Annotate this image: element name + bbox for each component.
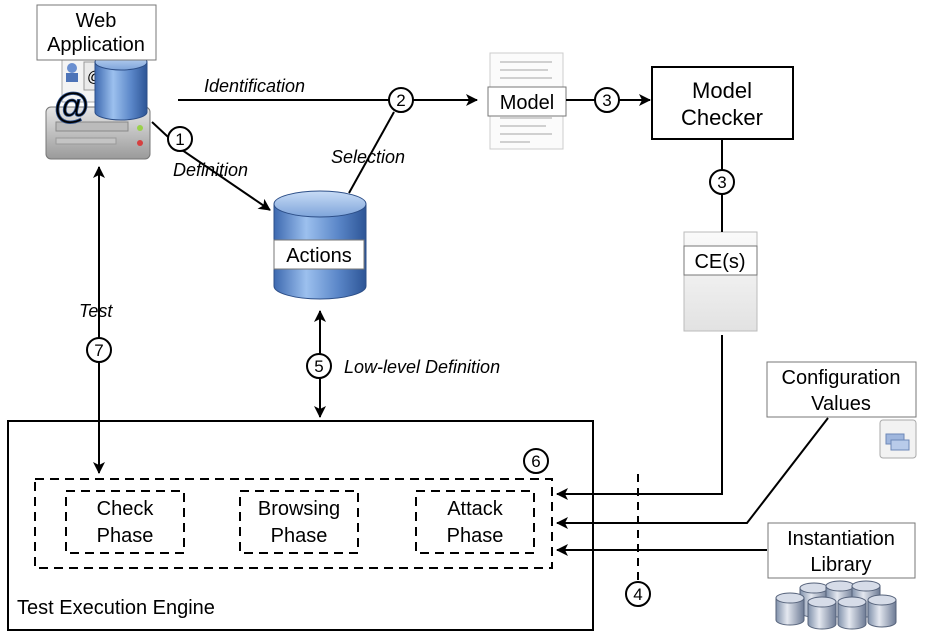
- browsing-phase-label-line2: Phase: [271, 525, 328, 547]
- model-node: Model: [487, 52, 567, 150]
- svg-text:3: 3: [717, 173, 726, 192]
- instantiation-library-label-line2: Library: [810, 554, 871, 576]
- svg-text:7: 7: [94, 341, 103, 360]
- instantiation-library-node: Instantiation Library: [767, 522, 916, 630]
- phases-group-box: [34, 478, 553, 569]
- server-icon: @ @: [45, 53, 151, 160]
- actions-label: Actions: [286, 245, 352, 267]
- model-checker-label-line1: Model: [692, 78, 752, 103]
- step-marker-1: 1: [167, 126, 193, 152]
- web-application-label-box: [36, 4, 157, 61]
- step-marker-2: 2: [388, 87, 414, 113]
- web-application-node: @ @ Web Application: [36, 4, 157, 160]
- model-checker-label-line2: Checker: [681, 105, 763, 130]
- low-level-definition-label: Low-level Definition: [344, 357, 500, 377]
- test-execution-engine-label: Test Execution Engine: [17, 597, 215, 619]
- svg-text:5: 5: [314, 357, 323, 376]
- database-icon: [273, 190, 367, 300]
- check-phase-label-line1: Check: [97, 498, 155, 520]
- test-label: Test: [79, 301, 113, 321]
- selection-line: [348, 111, 395, 194]
- configuration-values-node: Configuration Values: [766, 361, 917, 459]
- config-to-engine-arrow: [556, 417, 829, 529]
- configuration-values-label-line2: Values: [811, 393, 871, 415]
- svg-text:4: 4: [633, 585, 642, 604]
- counterexamples-node: CE(s): [683, 231, 758, 332]
- model-checker-node: Model Checker: [651, 66, 794, 140]
- svg-text:@: @: [54, 85, 89, 126]
- configuration-values-label-box: [766, 361, 917, 418]
- database-stack-icon: [775, 580, 897, 630]
- check-phase-label-line2: Phase: [97, 525, 154, 547]
- model-label-box: [487, 86, 567, 117]
- test-execution-engine-box: [7, 420, 594, 631]
- attack-phase-label-line1: Attack: [447, 498, 504, 520]
- test-execution-engine-node: Test Execution Engine Check Phase Browsi…: [7, 420, 594, 631]
- configuration-file-icon: [879, 419, 917, 459]
- identification-label: Identification: [204, 76, 305, 96]
- configuration-values-label-line1: Configuration: [782, 367, 901, 389]
- document-lines: [500, 61, 552, 143]
- svg-text:1: 1: [175, 130, 184, 149]
- instantiation-library-label-box: [767, 522, 916, 579]
- actions-node: Actions: [273, 190, 367, 300]
- web-application-label-line2: Application: [47, 34, 145, 56]
- instantiation-library-label-line1: Instantiation: [787, 528, 895, 550]
- step-marker-3-model: 3: [594, 87, 620, 113]
- attack-phase-label-line2: Phase: [447, 525, 504, 547]
- step-marker-5: 5: [306, 353, 332, 379]
- ce-to-engine-arrow: [556, 335, 723, 500]
- counterexamples-label-box: [683, 245, 758, 276]
- svg-text:2: 2: [396, 91, 405, 110]
- step-marker-4: 4: [625, 581, 651, 607]
- svg-text:3: 3: [602, 91, 611, 110]
- model-checker-box: [651, 66, 794, 140]
- selection-label: Selection: [331, 147, 405, 167]
- web-application-label-line1: Web: [76, 10, 117, 32]
- step-marker-3-ce: 3: [709, 169, 735, 195]
- svg-text:6: 6: [531, 452, 540, 471]
- browsing-phase-label-line1: Browsing: [258, 498, 340, 520]
- model-label: Model: [500, 92, 554, 114]
- step-marker-7: 7: [86, 337, 112, 363]
- actions-label-box: [273, 239, 365, 270]
- counterexamples-label: CE(s): [694, 251, 745, 273]
- step-marker-6: 6: [523, 448, 549, 474]
- definition-label: Definition: [173, 160, 248, 180]
